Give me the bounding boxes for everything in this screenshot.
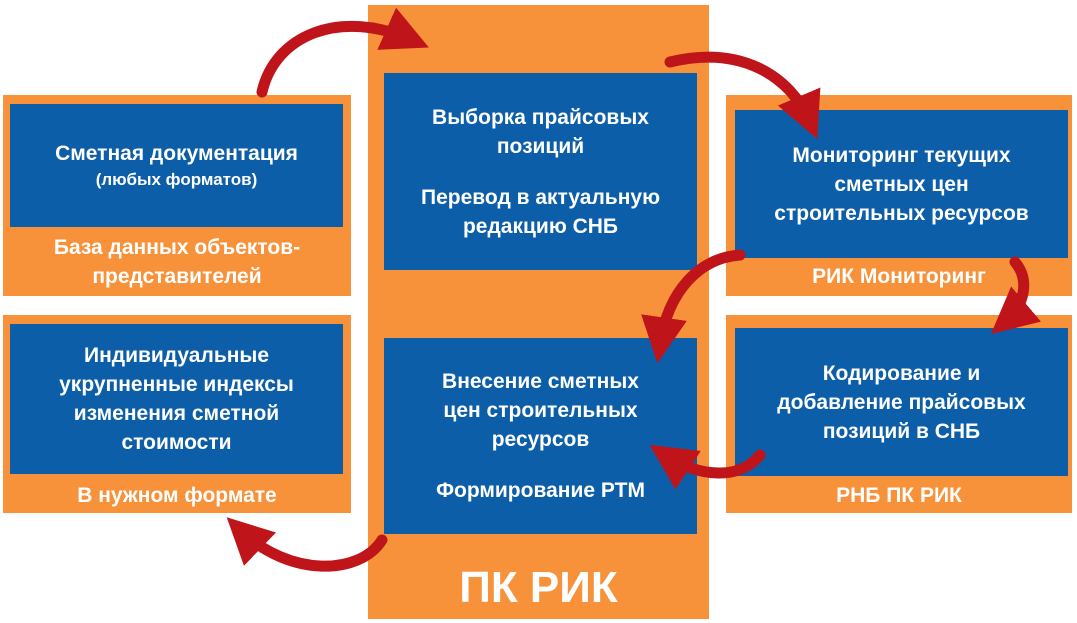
price-entry-box: Внесение сметных цен строительных ресурс… (384, 338, 697, 534)
box-line: укрупненные индексы (59, 373, 294, 396)
arrow-center-to-right (664, 51, 821, 139)
estimate-documentation-title: Сметная документация (55, 142, 298, 165)
box-line: Индивидуальные (83, 344, 270, 367)
price-selection-box: Выборка прайсовых позиций Перевод в акту… (384, 73, 697, 270)
estimate-documentation-note: (любых форматов) (95, 170, 258, 189)
arrow-coding-to-center (649, 444, 766, 490)
arrow-right-to-center (641, 249, 746, 364)
box-line: позиций в СНБ (822, 419, 981, 443)
box-line: Выборка прайсовых (432, 105, 649, 129)
arrow-monitoring-to-coding (990, 256, 1042, 334)
pk-rik-caption: ПК РИК (459, 563, 618, 612)
box-line: стоимости (121, 431, 232, 454)
box-line: Кодирование и (822, 361, 981, 385)
box-line: Перевод в актуальную (421, 185, 660, 209)
box-line: цен строительных (443, 399, 638, 422)
caption-line: представителей (92, 265, 262, 288)
rik-monitoring-caption: РИК Мониторинг (812, 265, 986, 288)
box-line: сметных цен (834, 172, 969, 196)
box-line: позиций (496, 134, 585, 158)
estimate-documentation-box: Сметная документация (любых форматов) (10, 104, 343, 227)
arrow-left-to-center (256, 7, 429, 98)
required-format-caption: В нужном формате (77, 484, 277, 507)
box-line: изменения сметной (73, 402, 280, 425)
arrow-center-to-left (226, 517, 388, 572)
caption-line: База данных объектов- (53, 236, 301, 259)
box-line: строительных ресурсов (774, 201, 1029, 225)
box-line: ресурсов (491, 428, 590, 451)
box-line: Внесение сметных (442, 370, 639, 393)
box-line: добавление прайсовых (777, 390, 1026, 414)
box-line: Формирование РТМ (436, 479, 645, 502)
box-line: редакцию СНБ (462, 214, 619, 238)
representative-database-caption: База данных объектов- представителей (3, 233, 351, 291)
individual-indices-box: Индивидуальные укрупненные индексы измен… (10, 324, 343, 474)
rnb-pk-rik-caption: РНБ ПК РИК (836, 484, 962, 507)
box-line: Мониторинг текущих (792, 143, 1011, 167)
coding-box: Кодирование и добавление прайсовых позиц… (735, 328, 1068, 476)
